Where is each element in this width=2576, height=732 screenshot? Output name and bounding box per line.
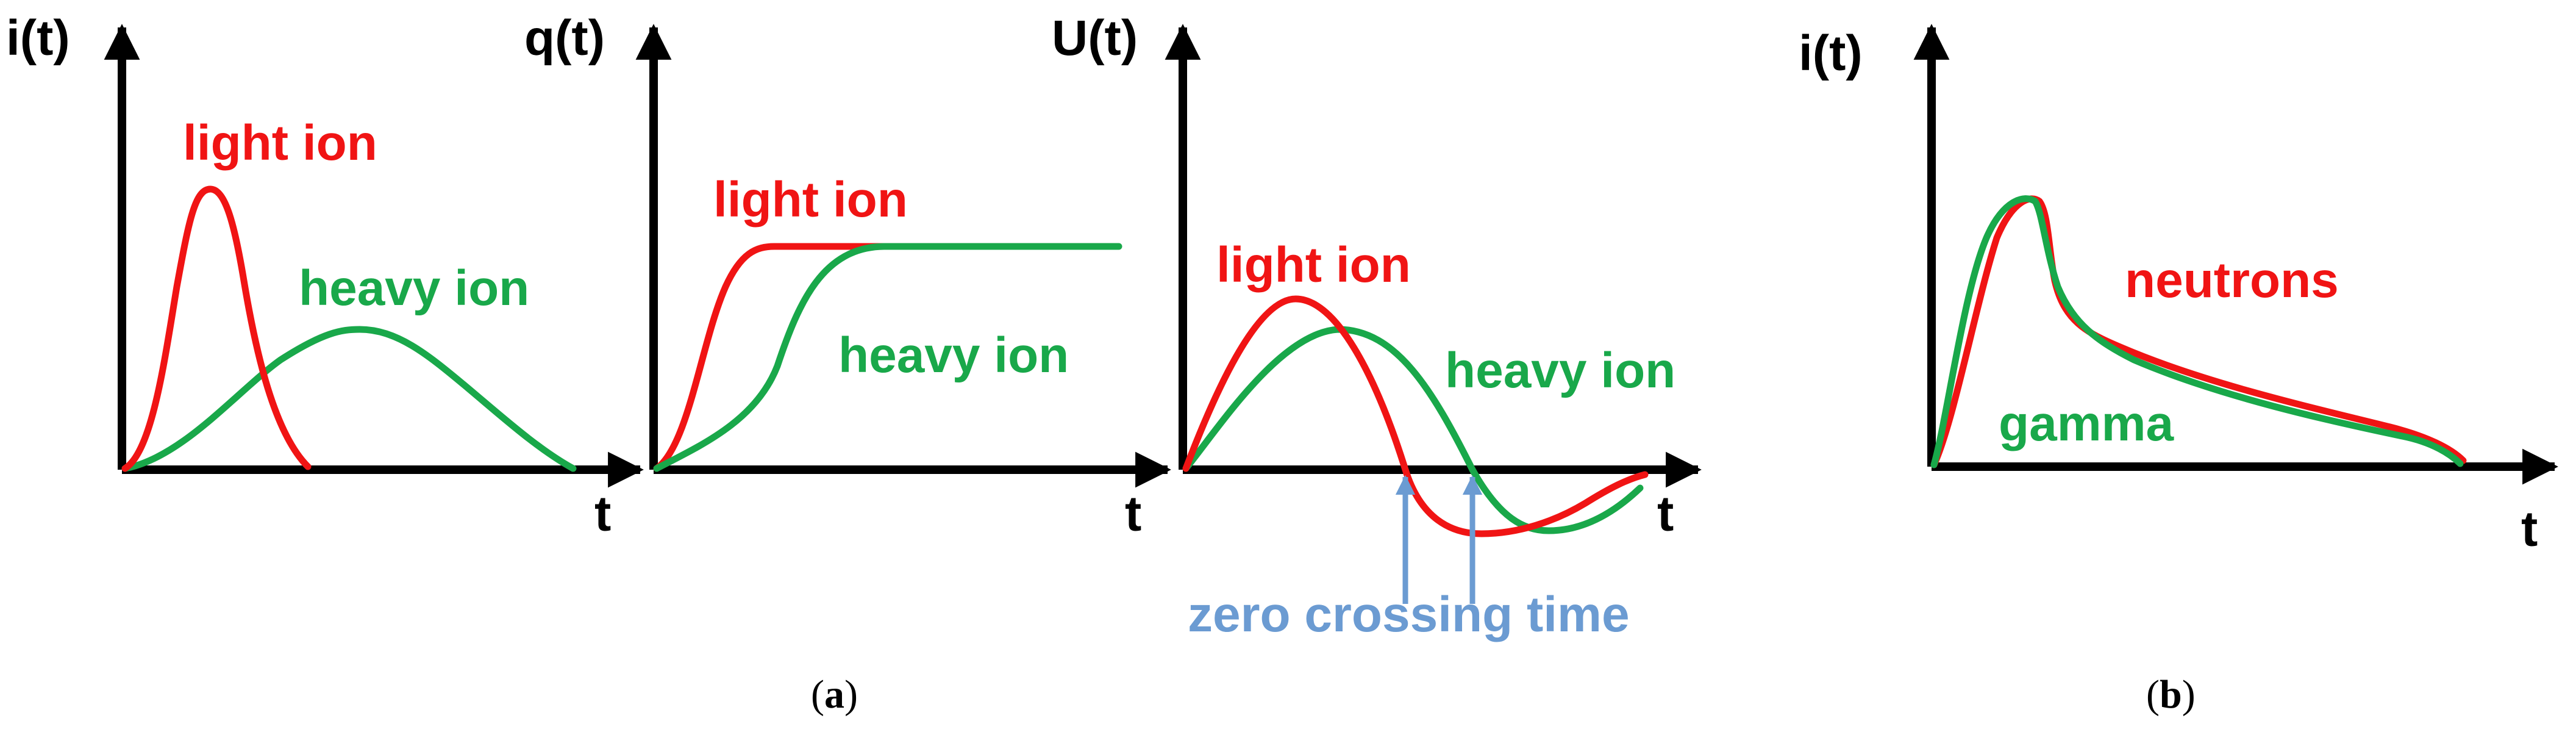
- current-light-ion-label: light ion: [183, 115, 377, 171]
- current-heavy-ion-label: heavy ion: [299, 260, 529, 316]
- voltage-y-axis-label: U(t): [1052, 10, 1138, 66]
- voltage-light-ion-label: light ion: [1216, 237, 1411, 293]
- charge-x-axis-label: t: [1125, 486, 1141, 542]
- zero-crossing-time-label: zero crossing time: [1188, 587, 1630, 642]
- current-heavy-ion-curve: [121, 326, 577, 472]
- charge-heavy-ion-curve: [653, 243, 1122, 472]
- charge-heavy-ion-label: heavy ion: [838, 328, 1069, 383]
- voltage-light-ion-curve: [1182, 295, 1649, 537]
- current-light-ion-curve: [121, 185, 312, 472]
- b-y-axis-label: i(t): [1799, 26, 1863, 81]
- current-y-axis-label: i(t): [6, 10, 70, 66]
- charge-light-ion-label: light ion: [713, 172, 908, 228]
- panel-b-plot: i(t) t neutrons gamma: [1799, 24, 2558, 557]
- b-x-axis-label: t: [2521, 501, 2538, 557]
- voltage-x-axis-label: t: [1657, 486, 1674, 542]
- gamma-curve: [1930, 195, 2464, 468]
- charge-light-ion-curve: [653, 243, 894, 472]
- panel-b-label: (b): [2146, 672, 2196, 717]
- gamma-label: gamma: [1999, 396, 2175, 451]
- panel-a-voltage-plot: U(t) t light ion heavy ion zero crossing…: [1052, 10, 1702, 642]
- panel-a-current-plot: i(t) t light ion heavy ion: [6, 10, 644, 542]
- charge-y-axis-label: q(t): [524, 10, 605, 66]
- panel-b-letter: b: [2160, 672, 2182, 717]
- voltage-heavy-ion-label: heavy ion: [1445, 343, 1675, 398]
- current-x-axis-label: t: [594, 486, 611, 542]
- panel-a-label: (a): [811, 672, 858, 717]
- neutrons-label: neutrons: [2125, 253, 2339, 308]
- panel-a-charge-plot: q(t) t light ion heavy ion: [524, 10, 1171, 542]
- voltage-heavy-ion-curve: [1182, 326, 1644, 534]
- panel-a-letter: a: [824, 672, 844, 717]
